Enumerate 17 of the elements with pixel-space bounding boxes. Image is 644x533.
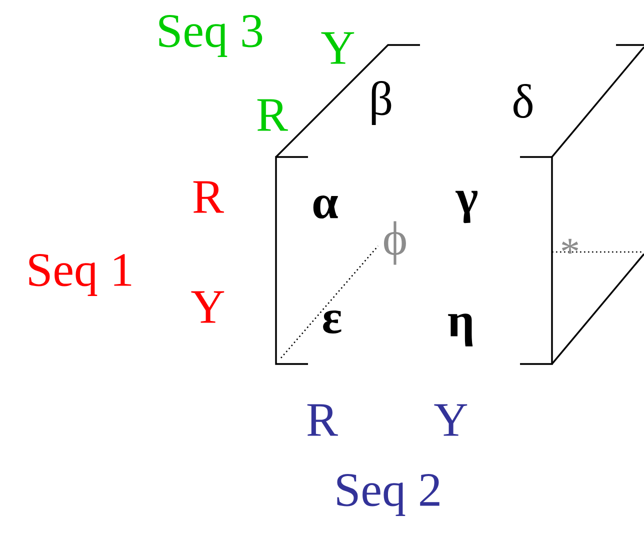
sequence-label: Seq 1	[29, 254, 132, 296]
base-label: R	[257, 99, 288, 131]
greek-letter: δ	[513, 84, 532, 118]
base-label: Y	[191, 291, 224, 323]
greek-letter: α	[313, 195, 338, 219]
base-label: R	[193, 181, 224, 213]
greek-letter: ε	[323, 310, 342, 334]
sequence-label: Seq 3	[159, 15, 262, 57]
base-label: Y	[434, 404, 468, 436]
asterisk-mark: *	[562, 238, 578, 254]
sequence-label: Seq 2	[337, 474, 440, 516]
base-label: R	[307, 404, 338, 436]
base-label: Y	[321, 32, 354, 64]
greek-letter: η	[448, 314, 473, 346]
greek-letter: ϕ	[384, 221, 406, 265]
greek-letter: γ	[456, 190, 478, 224]
greek-letter: β	[372, 81, 392, 125]
